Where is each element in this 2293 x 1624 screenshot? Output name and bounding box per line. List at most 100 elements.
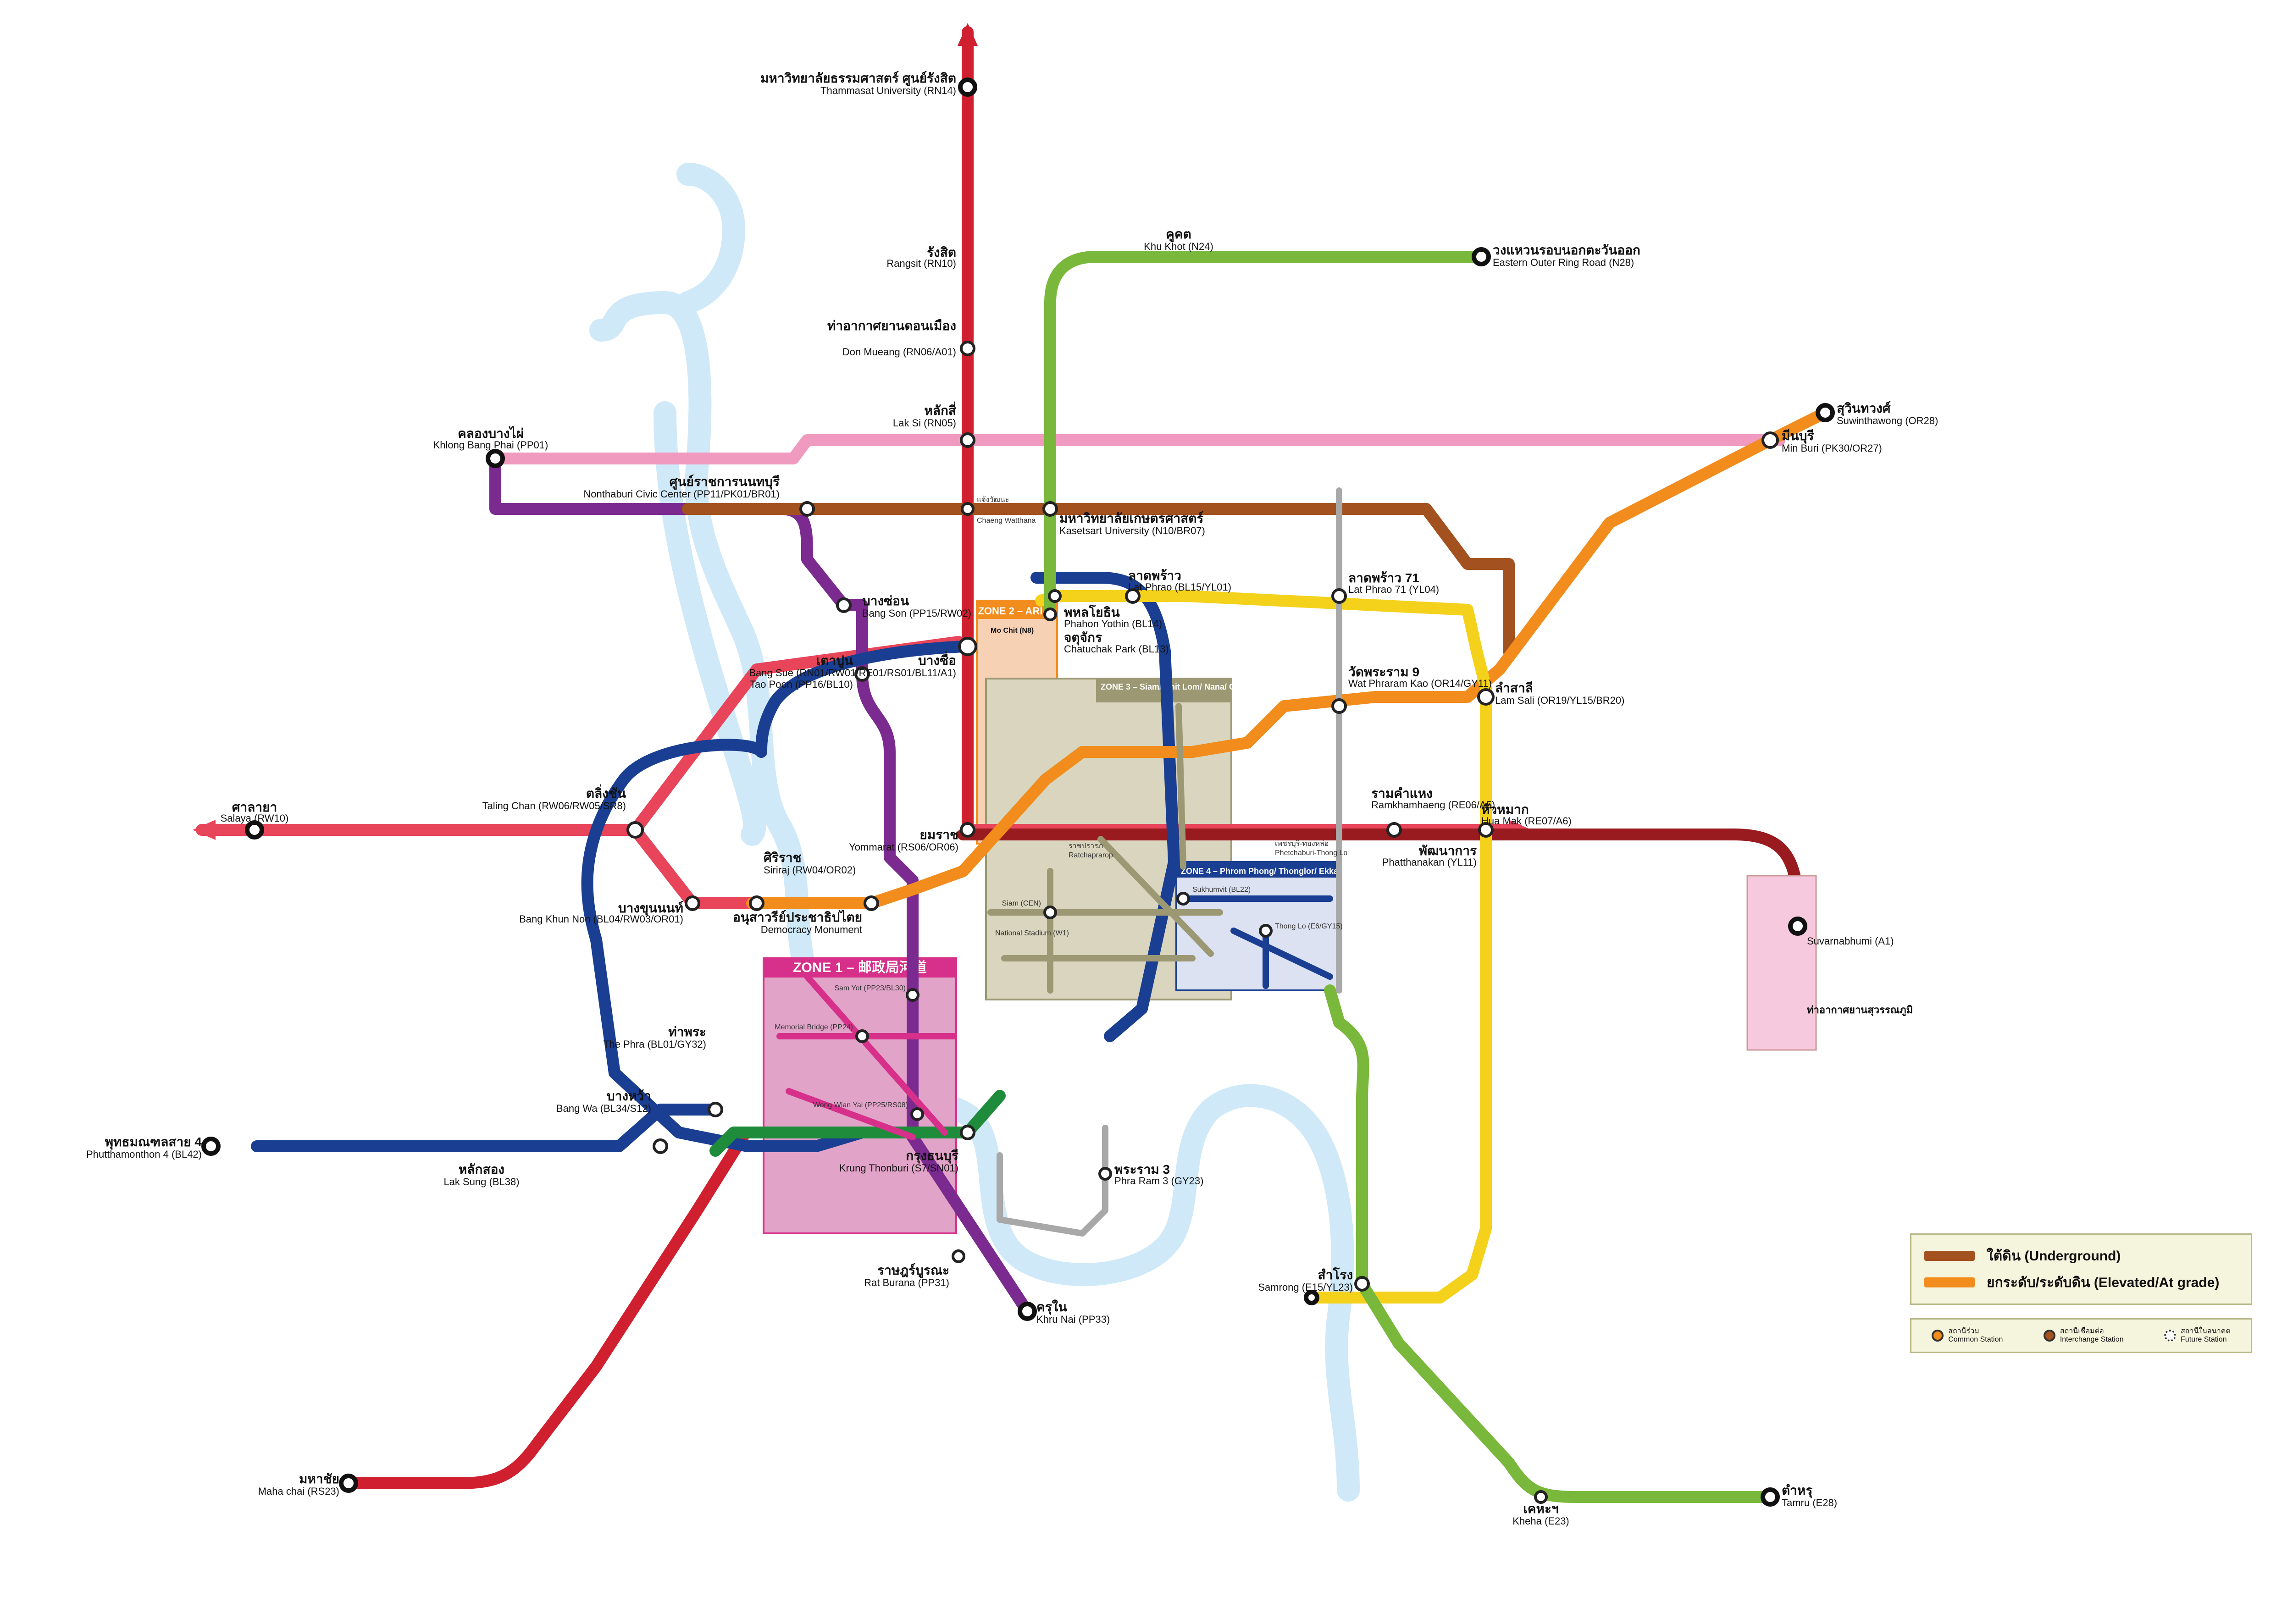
label-khu-khot-en: Khu Khot (N24) — [1144, 241, 1213, 252]
station-nonthaburi-civic[interactable] — [799, 501, 815, 517]
station-min-buri[interactable] — [1761, 431, 1779, 449]
yellow-line — [1035, 590, 1492, 1304]
station-samrong-end[interactable] — [1304, 1290, 1319, 1305]
label-lat-phrao-71-th: ลาดพร้าว 71 — [1348, 571, 1419, 585]
station-lak-si[interactable] — [960, 432, 975, 448]
label-national-stadium: National Stadium (W1) — [995, 929, 1069, 937]
station-lat-phrao-71[interactable] — [1331, 588, 1347, 604]
label-lat-phrao-71-en: Lat Phrao 71 (YL04) — [1348, 584, 1439, 595]
station-tha-phra[interactable] — [708, 1102, 723, 1117]
station-sam-yot[interactable] — [906, 988, 919, 1002]
station-democracy[interactable] — [864, 895, 879, 911]
silom-line — [709, 1090, 1006, 1157]
label-khru-nai-th: ครุใน — [1036, 1299, 1067, 1315]
label-phatthanakan-en: Phatthanakan (YL11) — [1382, 856, 1477, 868]
light-red-line-siriraj — [629, 824, 763, 909]
station-wong-wian-yai[interactable] — [910, 1107, 924, 1121]
label-lak-song-en: Lak Sung (BL38) — [443, 1176, 519, 1188]
station-sukhumvit[interactable] — [1176, 892, 1190, 906]
label-bang-son-th: บางซ่อน — [862, 594, 909, 608]
green-line-north — [1044, 251, 1487, 620]
legend-interchange-en: Interchange Station — [2060, 1336, 2124, 1343]
station-taling-chan[interactable] — [626, 821, 644, 839]
blue-line-loop — [581, 641, 969, 1152]
station-mahachai[interactable] — [339, 1474, 358, 1493]
label-mahachai-th: มหาชัย — [299, 1472, 339, 1486]
station-ramkhamhaeng[interactable] — [1386, 822, 1402, 838]
legend-interchange-th: สถานีเชื่อมต่อ — [2060, 1327, 2104, 1335]
grey-line — [997, 487, 1342, 1237]
label-chaeng-watthana-en: Chaeng Watthana — [977, 517, 1036, 525]
station-wat-phra-ram-9[interactable] — [1331, 698, 1347, 714]
station-krung-thonburi[interactable] — [960, 1125, 975, 1140]
station-thammasat[interactable] — [958, 77, 977, 97]
label-khlong-bang-phai-th: คลองบางไผ่ — [458, 426, 524, 441]
station-don-mueang[interactable] — [960, 341, 975, 356]
label-kheha-th: เคหะฯ — [1523, 1502, 1559, 1516]
station-lam-sali[interactable] — [1477, 688, 1495, 706]
station-chaeng-watthana[interactable] — [961, 502, 975, 516]
label-phetchaburi-th: เพชรบุรี-ทองหล่อ — [1275, 840, 1329, 848]
station-rat-burana[interactable] — [952, 1249, 965, 1263]
label-bang-sue-en: Bang Sue (RN01/RW01/RE01/RS01/BL11/A1) — [749, 667, 956, 679]
label-thammasat-en: Thammasat University (RN14) — [820, 85, 956, 96]
label-samrong-en: Samrong (E15/YL23) — [1258, 1282, 1353, 1293]
station-memorial-bridge[interactable] — [855, 1029, 869, 1043]
station-kasetsart[interactable] — [1042, 501, 1058, 517]
label-rat-burana-th: ราษฎร์บูรณะ — [877, 1263, 949, 1278]
label-tao-poon-th: เตาปูน — [816, 653, 853, 668]
label-sukhumvit: Sukhumvit (BL22) — [1192, 886, 1251, 894]
label-don-mueang-en: Don Mueang (RN06/A01) — [842, 346, 956, 358]
label-taling-chan-en: Taling Chan (RW06/RW05/SR8) — [482, 800, 626, 812]
label-phutthamonthon-en: Phutthamonthon 4 (BL42) — [86, 1149, 202, 1160]
label-mo-chit: Mo Chit (N8) — [991, 627, 1034, 635]
station-mo-chit[interactable] — [1043, 608, 1057, 621]
station-siam[interactable] — [1043, 906, 1057, 919]
label-phra-ram-3-en: Phra Ram 3 (GY23) — [1114, 1175, 1203, 1187]
station-lat-phrao[interactable] — [1125, 588, 1141, 604]
station-hua-mak[interactable] — [1478, 822, 1494, 838]
blue-line-west — [251, 1104, 721, 1152]
station-bang-sue[interactable] — [958, 637, 977, 656]
label-chatuchak-en: Chatuchak Park (BL13) — [1064, 643, 1169, 655]
label-phahon-yothin-en: Phahon Yothin (BL14) — [1064, 618, 1162, 630]
label-tha-phra-th: ท่าพระ — [668, 1025, 706, 1039]
station-tao-poon[interactable] — [854, 666, 870, 682]
label-taling-chan-th: ตลิ่งชัน — [586, 784, 626, 801]
label-hua-mak-en: Hua Mak (RE07/A6) — [1481, 815, 1572, 827]
label-suvarnabhumi-th: ท่าอากาศยานสุวรรณภูมิ — [1807, 1004, 1913, 1016]
station-khlong-bang-phai[interactable] — [486, 449, 505, 468]
station-bang-khun-non[interactable] — [685, 895, 700, 911]
station-bang-son[interactable] — [836, 597, 852, 613]
station-samrong[interactable] — [1354, 1276, 1370, 1292]
label-ramkhamhaeng-en: Ramkhamhaeng (RE06/A5) — [1371, 799, 1495, 811]
label-wat-phra-ram-9-en: Wat Phraram Kao (OR14/GY11) — [1348, 678, 1492, 689]
legend-elevated-swatch — [1924, 1277, 1975, 1287]
zone-3-label: ZONE 3 – Siam/ Chit Lom/ Nana/ Chong Non… — [1101, 682, 1289, 691]
station-phahon-yothin[interactable] — [1048, 589, 1062, 603]
label-siriraj-en: Siriraj (RW04/OR02) — [764, 864, 856, 876]
station-kheha[interactable] — [1534, 1490, 1548, 1504]
station-suvarnabhumi[interactable] — [1788, 917, 1807, 936]
label-lak-si-en: Lak Si (RN05) — [893, 417, 956, 429]
station-khru-nai[interactable] — [1018, 1302, 1037, 1321]
label-khlong-bang-phai-en: Khlong Bang Phai (PP01) — [433, 439, 548, 451]
station-thong-lo[interactable] — [1259, 924, 1273, 938]
future-station-icon — [2164, 1330, 2177, 1342]
label-suwinthawong-en: Suwinthawong (OR28) — [1837, 415, 1938, 426]
station-siriraj[interactable] — [749, 895, 764, 911]
station-suwinthawong[interactable] — [1816, 403, 1835, 422]
label-thong-lo: Thong Lo (E6/GY15) — [1275, 922, 1343, 930]
station-phutthamonthon[interactable] — [201, 1137, 221, 1156]
label-phatthanakan-th: พัฒนาการ — [1419, 844, 1477, 858]
station-bang-wa[interactable] — [653, 1138, 668, 1154]
station-labels: มหาวิทยาลัยธรรมศาสตร์ ศูนย์รังสิต Thamma… — [86, 71, 1938, 1527]
station-phra-ram-3[interactable] — [1098, 1167, 1112, 1181]
station-sala-ya[interactable] — [245, 820, 264, 840]
station-yommarat[interactable] — [960, 822, 975, 838]
red-line-south — [343, 1131, 749, 1489]
station-eastern-ring[interactable] — [1472, 247, 1491, 266]
station-tamru[interactable] — [1761, 1487, 1780, 1507]
